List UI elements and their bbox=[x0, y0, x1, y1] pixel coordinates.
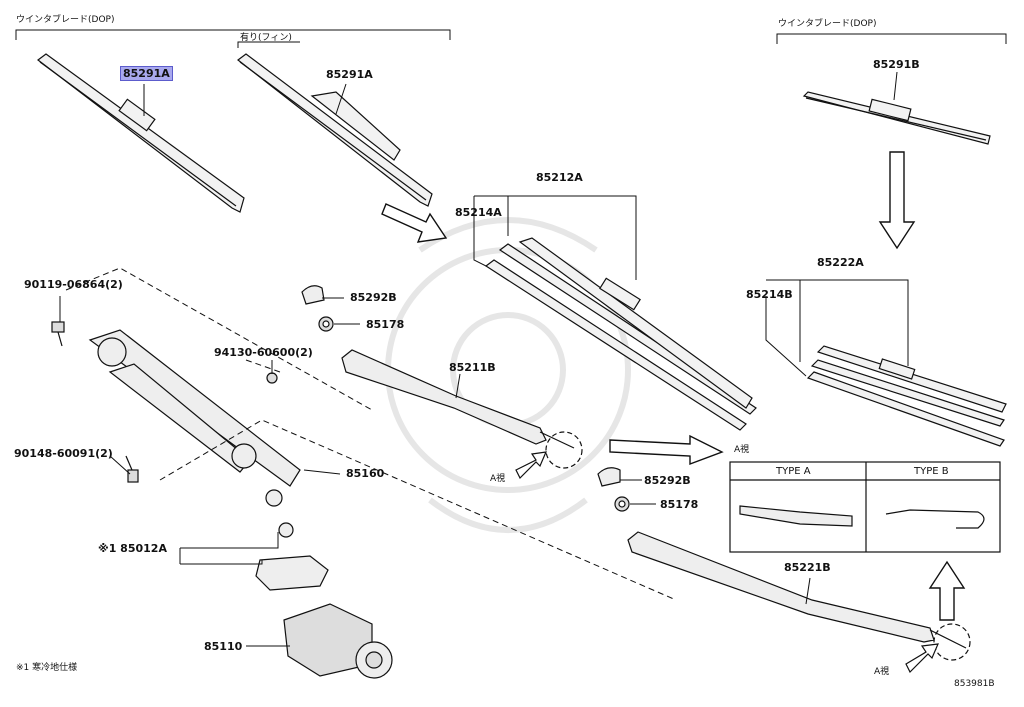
nut-85178-2[interactable] bbox=[614, 496, 630, 512]
arrow-down-to-85222a bbox=[878, 151, 916, 250]
arrow-up-from-85221b bbox=[928, 560, 966, 621]
label-winter-blade-dop-right: ウインタブレード(DOP) bbox=[778, 19, 877, 29]
nut-94130-60600[interactable] bbox=[266, 372, 278, 384]
bracket-85212a bbox=[473, 195, 637, 280]
bracket-right bbox=[776, 33, 1007, 44]
detail-circle-a-1 bbox=[545, 431, 583, 469]
view-arrow-a-1 bbox=[515, 451, 547, 480]
wiper-blade-85291b[interactable] bbox=[802, 91, 991, 145]
bolt-90119-06864[interactable] bbox=[51, 321, 65, 347]
part-label-90119-06864[interactable]: 90119-06864(2) bbox=[24, 278, 123, 291]
part-label-90148-60091[interactable]: 90148-60091(2) bbox=[14, 447, 113, 460]
part-label-85291b[interactable]: 85291B bbox=[873, 58, 920, 71]
part-label-85291a[interactable]: 85291A bbox=[326, 68, 373, 81]
bolt-90148-60091[interactable] bbox=[125, 455, 139, 483]
part-label-85292b-2[interactable]: 85292B bbox=[644, 474, 691, 487]
part-label-85110[interactable]: 85110 bbox=[204, 640, 243, 653]
part-label-94130-60600[interactable]: 94130-60600(2) bbox=[214, 346, 313, 359]
cap-85292b-1[interactable] bbox=[301, 285, 325, 305]
wiper-motor-85110[interactable] bbox=[283, 603, 393, 679]
dashed-leaders bbox=[65, 267, 677, 601]
part-label-85012a[interactable]: ※1 85012A bbox=[98, 542, 167, 555]
type-b-arm-end bbox=[885, 509, 985, 529]
part-label-85214b[interactable]: 85214B bbox=[746, 288, 793, 301]
arrow-to-85212a bbox=[381, 203, 448, 243]
label-type-a: TYPE A bbox=[776, 466, 811, 477]
part-label-85160[interactable]: 85160 bbox=[346, 467, 385, 480]
footnote: ※1 寒冷地仕様 bbox=[16, 663, 78, 673]
type-a-arm-end bbox=[739, 505, 853, 527]
part-label-85212a[interactable]: 85212A bbox=[536, 171, 583, 184]
label-leaders bbox=[59, 71, 898, 647]
label-view-a-2: A視 bbox=[734, 445, 750, 455]
label-view-a-3: A視 bbox=[874, 667, 890, 677]
label-type-b: TYPE B bbox=[914, 466, 949, 477]
label-view-a-1: A視 bbox=[490, 474, 506, 484]
bracket-85222a bbox=[765, 279, 909, 377]
part-label-85222a[interactable]: 85222A bbox=[817, 256, 864, 269]
bracket-left bbox=[15, 29, 451, 48]
type-box bbox=[729, 461, 1001, 553]
part-label-85221b[interactable]: 85221B bbox=[784, 561, 831, 574]
nut-85178-1[interactable] bbox=[318, 316, 334, 332]
part-label-85291a-highlighted[interactable]: 85291A bbox=[120, 66, 173, 81]
label-with-fin: 有り(フィン) bbox=[240, 33, 292, 43]
cap-85292b-2[interactable] bbox=[597, 467, 621, 487]
wiper-linkage-85160[interactable] bbox=[88, 329, 301, 507]
part-label-85211b[interactable]: 85211B bbox=[449, 361, 496, 374]
wiper-arm-85211b[interactable] bbox=[341, 349, 575, 449]
part-label-85178-1[interactable]: 85178 bbox=[366, 318, 405, 331]
view-arrow-a-2 bbox=[905, 643, 939, 674]
detail-circle-a-2 bbox=[933, 623, 971, 661]
part-label-85292b-1[interactable]: 85292B bbox=[350, 291, 397, 304]
crank-85012a[interactable] bbox=[255, 522, 329, 591]
diagram-id: 853981B bbox=[954, 679, 995, 689]
part-label-85214a[interactable]: 85214A bbox=[455, 206, 502, 219]
wiper-blade-85222a[interactable] bbox=[806, 345, 1007, 447]
part-label-85178-2[interactable]: 85178 bbox=[660, 498, 699, 511]
arrow-to-type-box bbox=[609, 434, 724, 466]
wiper-blade-85291a-highlighted[interactable] bbox=[37, 53, 245, 213]
label-winter-blade-dop-left: ウインタブレード(DOP) bbox=[16, 15, 115, 25]
wiper-blade-85212a[interactable] bbox=[484, 237, 757, 431]
watermark-logo bbox=[385, 217, 631, 533]
wiper-blade-85291a-fin[interactable] bbox=[237, 53, 433, 207]
wiper-arm-85221b[interactable] bbox=[627, 531, 967, 649]
